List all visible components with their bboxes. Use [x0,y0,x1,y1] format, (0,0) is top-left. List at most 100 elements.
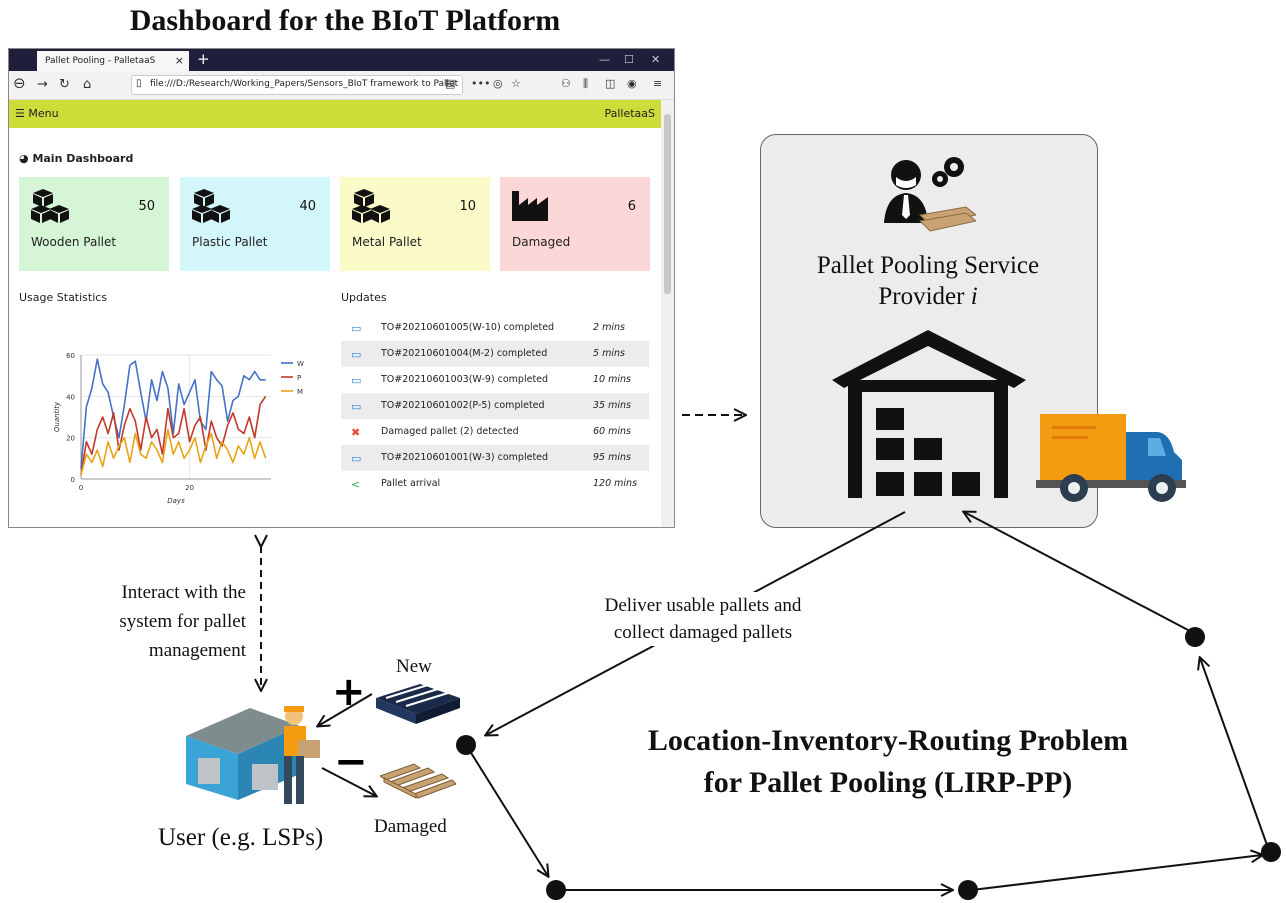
x-tick-label: 20 [185,484,194,492]
y-tick-label: 0 [71,476,75,484]
route-node [1261,842,1281,862]
pocket-icon[interactable]: ◎ [493,77,503,90]
update-time: 120 mins [593,478,638,489]
update-text: TO#20210601004(M-2) completed [381,348,548,359]
update-text: TO#20210601001(W-3) completed [381,452,549,463]
update-row[interactable]: ▭ TO#20210601001(W-3) completed 95 mins [341,445,649,471]
y-tick-label: 20 [66,435,75,443]
provider-name-line1: Pallet Pooling Service [816,252,1040,279]
card-wooden-pallet[interactable]: 50 Wooden Pallet [19,177,169,271]
new-pallet-label: New [396,656,432,677]
legend-label: P [297,374,301,382]
update-row[interactable]: ▭ TO#20210601003(W-9) completed 10 mins [341,367,649,393]
service-operator-icon [884,157,976,232]
route-node [456,735,476,755]
tab-close-icon[interactable]: × [174,54,184,67]
card-label: Damaged [512,235,571,249]
card-count: 50 [138,199,155,214]
lirp-title-line: Location-Inventory-Routing Problem [647,724,1129,757]
reader-view-icon[interactable]: ▤ [445,77,456,90]
update-row[interactable]: ▭ TO#20210601002(P-5) completed 35 mins [341,393,649,419]
reload-icon[interactable]: ↻ [59,77,70,92]
damaged-pallet-label: Damaged [374,816,447,837]
provider-index: i [970,283,978,310]
forward-icon[interactable]: → [37,77,48,92]
browser-window: Pallet Pooling - PalletaaS × + — ☐ ✕ ⊖ →… [8,48,675,528]
laptop-icon: ▭ [351,348,362,361]
update-row[interactable]: ✖ Damaged pallet (2) detected 60 mins [341,419,649,445]
bookmark-star-icon[interactable]: ☆ [511,77,521,90]
home-icon[interactable]: ⌂ [83,77,92,92]
browser-tab[interactable]: Pallet Pooling - PalletaaS × [37,51,189,71]
pie-chart-icon: ◕ [19,152,33,165]
route-arrow [467,747,548,876]
route-node [958,880,978,900]
library-icon[interactable]: ⫼ [583,77,589,90]
scrollbar[interactable] [661,100,674,527]
update-time: 35 mins [593,400,631,411]
damaged-pallet-arrow [321,767,376,796]
tab-bar: Pallet Pooling - PalletaaS × + — ☐ ✕ [9,49,674,71]
laptop-icon: ▭ [351,322,362,335]
route-arrow [1200,658,1268,846]
address-bar[interactable]: ▯ file:///D:/Research/Working_Papers/Sen… [131,75,463,95]
lirp-title: Location-Inventory-Routing Problem for P… [588,720,1188,804]
interaction-label-line: Interact with the [121,582,246,603]
y-tick-label: 40 [66,393,75,401]
extension-icon[interactable]: ⚇ [561,77,571,90]
account-icon[interactable]: ◉ [627,77,637,90]
interaction-label-line: management [148,640,246,661]
card-plastic-pallet[interactable]: 40 Plastic Pallet [180,177,330,271]
window-close-icon[interactable]: ✕ [651,53,661,66]
update-time: 2 mins [593,322,625,333]
legend-label: M [297,388,303,396]
legend-label: W [297,360,304,368]
navigation-bar: ⊖ → ↻ ⌂ ▯ file:///D:/Research/Working_Pa… [9,71,674,100]
card-count: 6 [627,199,636,214]
card-metal-pallet[interactable]: 10 Metal Pallet [340,177,490,271]
update-row[interactable]: < Pallet arrival 120 mins [341,471,649,497]
update-text: Pallet arrival [381,478,441,489]
card-damaged[interactable]: 6 Damaged [500,177,650,271]
share-icon: < [351,478,361,491]
new-tab-icon[interactable]: + [197,50,210,68]
route-node [546,880,566,900]
y-axis-label: Quantity [53,401,61,432]
update-text: TO#20210601003(W-9) completed [381,374,549,385]
y-tick-label: 60 [66,352,75,360]
card-count: 40 [299,199,316,214]
menu-icon: ☰ [15,107,29,120]
card-count: 10 [459,199,476,214]
cubes-icon [352,189,390,223]
menu-button[interactable]: ☰ Menu [15,107,59,120]
sidebar-icon[interactable]: ◫ [605,77,616,90]
laptop-icon: ▭ [351,374,362,387]
maximize-icon[interactable]: ☐ [624,53,634,66]
dashboard-title-text: Main Dashboard [32,152,134,165]
app-header: ☰ Menu PalletaaS [9,100,661,128]
card-label: Metal Pallet [352,235,422,249]
hamburger-menu-icon[interactable]: ≡ [653,77,663,90]
route-arrow-to-provider [964,512,1189,631]
plus-icon: + [332,669,366,715]
provider-name-line2: Provider i [760,281,1096,312]
more-actions-icon[interactable]: ••• [471,77,491,90]
update-text: TO#20210601002(P-5) completed [381,400,545,411]
update-time: 60 mins [593,426,631,437]
damaged-pallet-icon [380,763,456,799]
interaction-label-line: system for pallet [119,611,246,632]
minus-icon: − [334,739,368,785]
new-pallet-icon [376,684,460,724]
update-row[interactable]: ▭ TO#20210601005(W-10) completed 2 mins [341,315,649,341]
minimize-icon[interactable]: — [599,53,610,66]
update-time: 10 mins [593,374,631,385]
menu-label: Menu [28,107,59,120]
series-line-M [80,428,267,476]
route-node [1185,627,1205,647]
scrollbar-thumb[interactable] [664,114,671,294]
back-icon[interactable]: ⊖ [13,74,26,92]
close-icon: ✖ [351,426,361,439]
warehouse-icon [832,330,1026,498]
update-row[interactable]: ▭ TO#20210601004(M-2) completed 5 mins [341,341,649,367]
